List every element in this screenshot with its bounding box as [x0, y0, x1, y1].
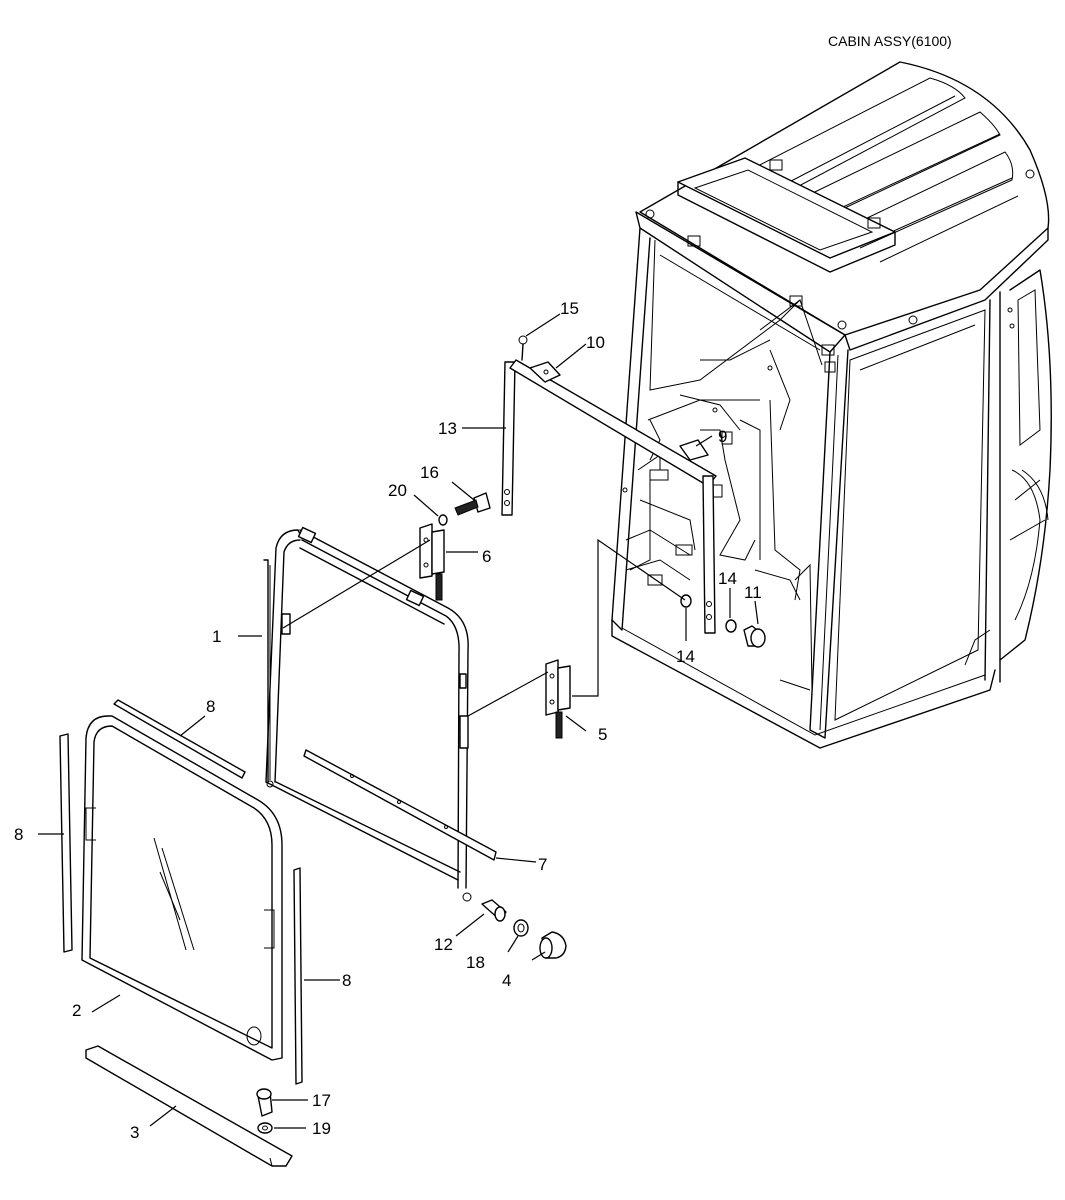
part-13-upper-link [501, 359, 717, 634]
diagram-title: CABIN ASSY(6100) [828, 33, 952, 49]
callout-8-top: 8 [206, 697, 215, 716]
callout-12: 12 [434, 935, 453, 954]
part-4-cap [539, 931, 567, 959]
callout-8-left: 8 [14, 825, 23, 844]
callout-1: 1 [212, 627, 221, 646]
part-20-washer [438, 514, 448, 526]
part-8-seal-left [59, 733, 73, 953]
callout-5: 5 [598, 725, 607, 744]
callout-11: 11 [744, 583, 762, 602]
part-7-rail [303, 749, 497, 861]
part-19-washer [257, 1122, 273, 1134]
part-5-hinge [545, 659, 571, 739]
callout-10: 10 [586, 333, 605, 352]
callout-14-right: 14 [718, 569, 737, 588]
callout-19: 19 [312, 1119, 331, 1138]
part-9-bracket [679, 439, 709, 461]
callout-labels: 1 2 3 4 5 6 7 8 8 8 9 10 11 12 13 14 14 … [14, 299, 762, 1142]
part-15-clip [518, 335, 528, 361]
callout-3: 3 [130, 1123, 139, 1142]
leader-lines [38, 313, 759, 1129]
part-8-seal-top [113, 699, 246, 779]
callout-15: 15 [560, 299, 579, 318]
callout-16: 16 [420, 463, 439, 482]
part-14-washer-right [725, 619, 737, 633]
cabin-assembly [611, 61, 1052, 749]
part-12-pin [481, 899, 507, 922]
part-10-bracket [529, 361, 561, 383]
callout-17: 17 [312, 1091, 331, 1110]
callout-6: 6 [482, 547, 491, 566]
part-6-hinge [419, 523, 445, 601]
callout-8-right: 8 [342, 971, 351, 990]
callout-20: 20 [388, 481, 407, 500]
part-8-seal-right [293, 867, 303, 1085]
callout-14-left: 14 [676, 647, 695, 666]
part-3-lower-rail [85, 1045, 293, 1167]
callout-9: 9 [718, 427, 727, 446]
callout-4: 4 [502, 971, 511, 990]
callout-2: 2 [72, 1001, 81, 1020]
part-2-glass [81, 715, 283, 1061]
part-14-washer-left [680, 594, 692, 608]
callout-7: 7 [538, 855, 547, 874]
part-16-bolt [454, 492, 491, 516]
part-17-screw [256, 1088, 273, 1117]
part-18-nut [513, 919, 529, 937]
part-1-door-frame [263, 526, 472, 902]
part-11-knob [743, 625, 766, 648]
callout-18: 18 [466, 953, 485, 972]
callout-13: 13 [438, 419, 457, 438]
